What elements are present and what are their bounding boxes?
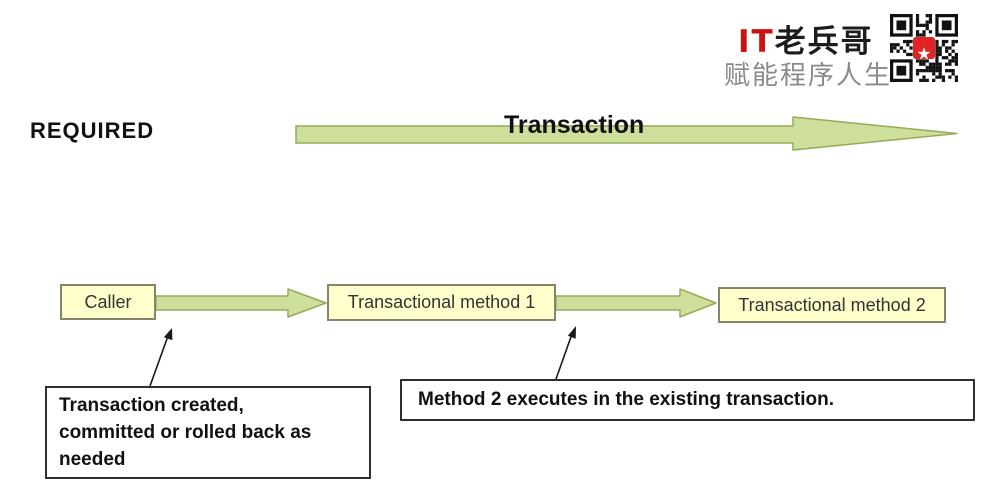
- svg-text:★: ★: [916, 45, 931, 65]
- flow-arrow-1: [155, 288, 327, 318]
- callout-pointer-right: [555, 326, 576, 380]
- node-method-2: Transactional method 2: [718, 287, 946, 323]
- callout-left-line-2: committed or rolled back as: [59, 422, 312, 443]
- brand-title-rest: 老兵哥: [774, 24, 874, 60]
- brand-title-it: IT: [738, 24, 775, 60]
- transaction-arrow-label: Transaction: [504, 111, 645, 139]
- callout-method2-existing: Method 2 executes in the existing transa…: [400, 379, 975, 421]
- node-method-1: Transactional method 1: [327, 284, 556, 321]
- qr-code-icon: ★: [890, 14, 958, 82]
- brand-title: IT老兵哥: [738, 16, 874, 61]
- callout-left-line-3: needed: [59, 449, 126, 470]
- callout-left-line-1: Transaction created,: [59, 395, 244, 416]
- node-caller: Caller: [60, 284, 156, 320]
- flow-arrow-2: [555, 288, 717, 318]
- callout-pointer-left: [149, 328, 173, 387]
- callout-transaction-created: Transaction created, committed or rolled…: [45, 386, 371, 479]
- brand-subtitle: 赋能程序人生: [724, 61, 893, 91]
- propagation-label: REQUIRED: [30, 118, 155, 143]
